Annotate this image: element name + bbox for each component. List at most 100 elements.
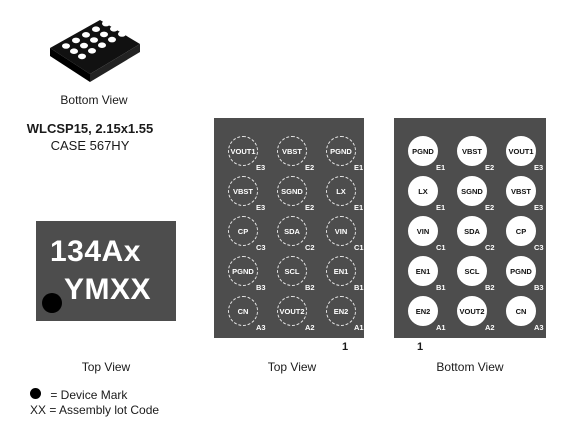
ball-id-label: E2 <box>485 163 495 172</box>
package-ball-icon <box>98 42 106 48</box>
ball-signal-label: EN1 <box>333 266 349 276</box>
ball-id-label: E1 <box>436 163 446 172</box>
ball-id-label: C1 <box>436 243 446 252</box>
ball-vin: VIN <box>408 216 438 246</box>
ball-pgnd: PGND <box>506 256 536 286</box>
ball-cn: CN <box>506 296 536 326</box>
ball-id-label: A3 <box>534 323 544 332</box>
ball-signal-label: VBST <box>232 186 253 196</box>
ball-id-label: C2 <box>305 243 315 252</box>
ball-id-label: C3 <box>256 243 266 252</box>
ball-signal-label: VIN <box>416 226 430 236</box>
ball-signal-label: SCL <box>464 266 480 276</box>
ball-id-label: A3 <box>256 323 266 332</box>
package-ball-icon <box>78 53 86 60</box>
ball-vbst: VBST <box>506 176 536 206</box>
ball-cp: CP <box>228 216 258 246</box>
package-ball-icon <box>100 31 108 38</box>
ball-signal-label: VOUT1 <box>230 146 256 156</box>
ball-pgnd: PGND <box>228 256 258 286</box>
bottom-view-icon-caption: Bottom View <box>60 93 128 107</box>
legend-lot-code: XX = Assembly lot Code <box>30 403 160 417</box>
ball-sda: SDA <box>457 216 487 246</box>
ball-signal-label: CN <box>237 306 249 316</box>
ball-en1: EN1 <box>326 256 356 286</box>
package-case: CASE 567HY <box>50 138 130 153</box>
ball-signal-label: VBST <box>461 146 482 156</box>
ball-id-label: E3 <box>534 203 544 212</box>
ball-signal-label: VBST <box>281 146 302 156</box>
ball-id-label: C2 <box>485 243 495 252</box>
package-ball-icon <box>80 42 88 49</box>
package-ball-icon <box>62 43 70 49</box>
ball-id-label: E3 <box>534 163 544 172</box>
ball-id-label: C3 <box>534 243 544 252</box>
ball-signal-label: PGND <box>412 146 434 156</box>
ball-id-label: C1 <box>354 243 364 252</box>
ball-signal-label: EN1 <box>415 266 431 276</box>
wlcsp-package-3d-icon <box>50 20 140 82</box>
ball-vbst: VBST <box>457 136 487 166</box>
ball-pgnd: PGND <box>408 136 438 166</box>
ball-id-label: B1 <box>436 283 446 292</box>
ball-id-label: E3 <box>256 203 266 212</box>
ball-vin: VIN <box>326 216 356 246</box>
ball-vout2: VOUT2 <box>277 296 307 326</box>
ball-signal-label: VOUT2 <box>279 306 305 316</box>
ball-id-label: B2 <box>485 283 495 292</box>
ball-signal-label: LX <box>418 186 428 196</box>
ball-signal-label: SGND <box>461 186 483 196</box>
package-ball-icon <box>102 20 110 27</box>
marking-line-1: 134Ax <box>50 235 141 268</box>
ball-id-label: E1 <box>354 203 364 212</box>
ball-signal-label: CP <box>515 226 527 236</box>
ball-id-label: E3 <box>256 163 266 172</box>
ball-vout2: VOUT2 <box>457 296 487 326</box>
ball-id-label: E1 <box>354 163 364 172</box>
ball-id-label: B1 <box>354 283 364 292</box>
ball-signal-label: VBST <box>510 186 531 196</box>
legend-dot-icon <box>30 388 41 399</box>
package-title: WLCSP15, 2.15x1.55 <box>26 121 154 136</box>
ball-id-label: E1 <box>436 203 446 212</box>
package-ball-icon <box>88 48 96 54</box>
top-view-marking: 134Ax YMXX <box>36 221 176 321</box>
package-ball-icon <box>118 31 126 37</box>
ball-sgnd: SGND <box>277 176 307 206</box>
ball-signal-label: EN2 <box>333 306 349 316</box>
ball-vout1: VOUT1 <box>506 136 536 166</box>
ball-sgnd: SGND <box>457 176 487 206</box>
ball-id-label: A1 <box>436 323 446 332</box>
ball-signal-label: CP <box>237 226 249 236</box>
legend-device-mark-text: = Device Mark <box>50 388 128 402</box>
package-ball-icon <box>90 37 98 43</box>
ball-vout1: VOUT1 <box>228 136 258 166</box>
device-mark-dot <box>42 293 62 313</box>
ball-sda: SDA <box>277 216 307 246</box>
ball-pgnd: PGND <box>326 136 356 166</box>
package-ball-icon <box>92 26 100 32</box>
ball-signal-label: VOUT2 <box>459 306 485 316</box>
ball-scl: SCL <box>277 256 307 286</box>
legend-device-mark: = Device Mark <box>30 388 127 402</box>
ball-id-label: B2 <box>305 283 315 292</box>
package-ball-icon <box>72 37 80 44</box>
ball-vbst: VBST <box>277 136 307 166</box>
package-ball-icon <box>108 36 116 43</box>
ball-signal-label: SCL <box>284 266 300 276</box>
ball-scl: SCL <box>457 256 487 286</box>
package-ball-icon <box>70 48 78 54</box>
top-view-marking-caption: Top View <box>81 360 131 374</box>
ball-cn: CN <box>228 296 258 326</box>
ball-id-label: E2 <box>305 203 315 212</box>
ball-id-label: A2 <box>485 323 495 332</box>
ball-id-label: E2 <box>305 163 315 172</box>
ball-id-label: B3 <box>534 283 544 292</box>
ball-id-label: A2 <box>305 323 315 332</box>
ball-en2: EN2 <box>408 296 438 326</box>
ball-signal-label: VIN <box>334 226 348 236</box>
marking-line-2: YMXX <box>64 273 152 306</box>
ball-vbst: VBST <box>228 176 258 206</box>
